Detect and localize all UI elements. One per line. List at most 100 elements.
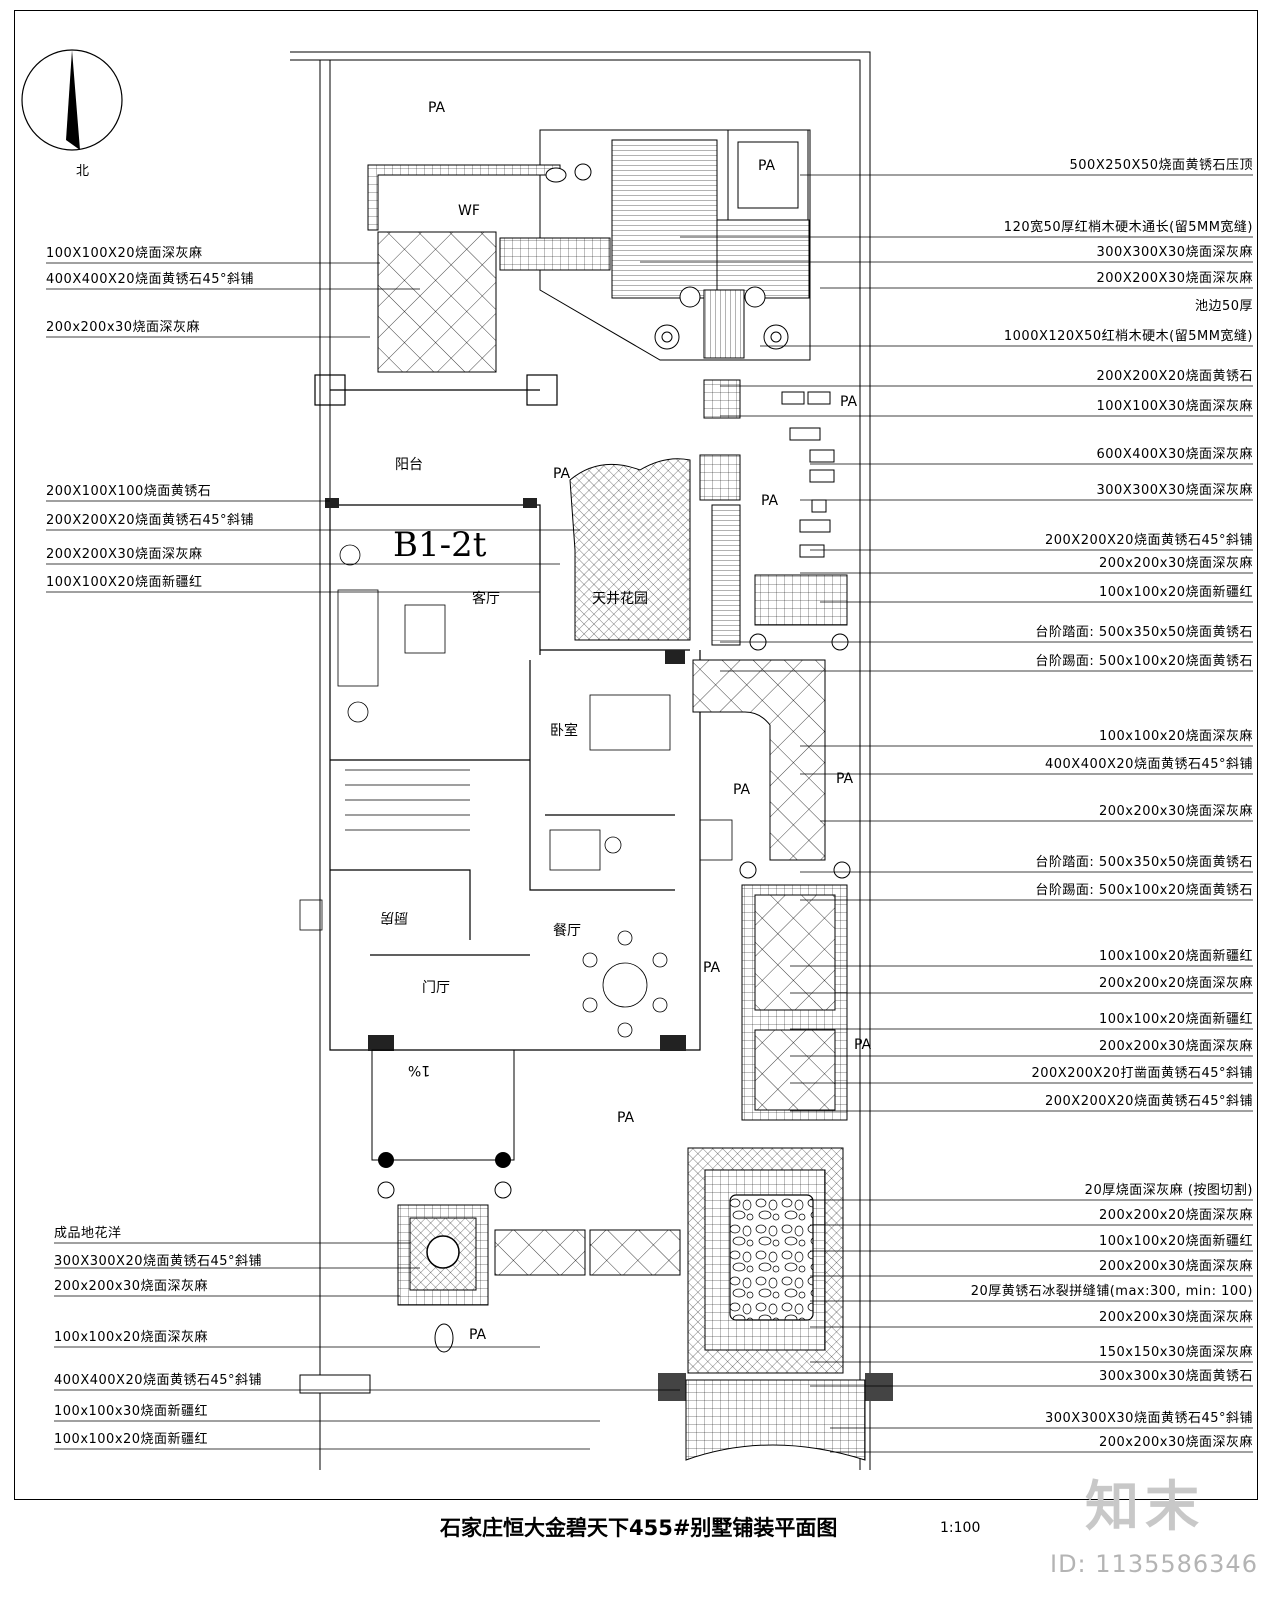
wall-column — [665, 650, 685, 664]
material-label-left: 100x100x30烧面新疆红 — [54, 1404, 209, 1419]
wall-column — [523, 498, 537, 508]
material-label-right: 台阶踢面: 500x100x20烧面黄锈石 — [1035, 883, 1253, 898]
north-label: 北 — [76, 164, 90, 179]
material-label-right: 100x100x20烧面新疆红 — [1098, 1234, 1253, 1249]
material-label-right: 200x200x30烧面深灰麻 — [1098, 804, 1253, 819]
room-bedroom: 卧室 — [550, 723, 578, 739]
material-label-right: 100x100x20烧面新疆红 — [1098, 949, 1253, 964]
material-label-left: 200x200x30烧面深灰麻 — [46, 320, 201, 335]
material-label-right: 200x200x30烧面深灰麻 — [1098, 1259, 1253, 1274]
room-living: 客厅 — [472, 591, 500, 607]
room-courtyard: 天井花园 — [592, 591, 648, 607]
entry-paving — [685, 1379, 866, 1461]
material-label-left: 100X100X20烧面新疆红 — [46, 575, 203, 590]
room-wf: WF — [458, 203, 480, 219]
watermark-logo: 知末 — [1085, 1475, 1205, 1538]
material-label-right: 池边50厚 — [1194, 299, 1253, 314]
wall-column — [325, 498, 339, 508]
walk-paving — [494, 1229, 586, 1276]
walk-paving — [589, 1229, 681, 1276]
material-label-right: 300x300x30烧面黄锈石 — [1098, 1369, 1253, 1384]
south-walk-field — [754, 1029, 836, 1111]
paving — [699, 454, 741, 501]
material-label-right: 600X400X30烧面深灰麻 — [1096, 447, 1253, 462]
south-walk-field — [754, 894, 836, 1011]
drawing-scale: 1:100 — [940, 1520, 981, 1536]
pier — [658, 1373, 686, 1401]
material-label-right: 300X300X30烧面黄锈石45°斜铺 — [1044, 1411, 1253, 1426]
pa-label: PA — [854, 1037, 872, 1053]
material-label-left: 300X300X20烧面黄锈石45°斜铺 — [54, 1254, 263, 1269]
material-label-left: 400X400X20烧面黄锈石45°斜铺 — [46, 272, 255, 287]
material-label-right: 200X200X20烧面黄锈石45°斜铺 — [1044, 1094, 1253, 1109]
material-label-right: 200x200x30烧面深灰麻 — [1098, 1435, 1253, 1450]
room-dining: 餐厅 — [553, 923, 581, 939]
drawing-frame — [14, 10, 1258, 1500]
room-kitchen: 厨房 — [380, 909, 408, 925]
pool-deck — [367, 129, 811, 419]
pa-label: PA — [617, 1110, 635, 1126]
material-label-right: 20厚烧面深灰麻 (按图切割) — [1084, 1183, 1253, 1198]
north-arrow-icon — [21, 49, 123, 151]
pa-label: PA — [733, 782, 751, 798]
material-label-right: 台阶踏面: 500x350x50烧面黄锈石 — [1035, 625, 1253, 640]
material-label-right: 台阶踢面: 500x100x20烧面黄锈石 — [1035, 654, 1253, 669]
pa-label: PA — [469, 1327, 487, 1343]
material-label-left: 200X200X30烧面深灰麻 — [46, 547, 203, 562]
ice-crack-paving — [729, 1194, 814, 1321]
material-label-right: 20厚黄锈石冰裂拼缝铺(max:300, min: 100) — [970, 1284, 1253, 1299]
pa-label: PA — [758, 158, 776, 174]
room-balcony: 阳台 — [395, 457, 423, 473]
material-label-left: 100X100X20烧面深灰麻 — [46, 246, 203, 261]
material-label-right: 200x200x30烧面深灰麻 — [1098, 1310, 1253, 1325]
wall-column — [660, 1035, 686, 1051]
material-label-right: 100x100x20烧面新疆红 — [1098, 1012, 1253, 1027]
material-label-right: 100x100x20烧面深灰麻 — [1098, 729, 1253, 744]
material-label-right: 200x200x30烧面深灰麻 — [1098, 556, 1253, 571]
material-label-right: 台阶踏面: 500x350x50烧面黄锈石 — [1035, 855, 1253, 870]
material-label-right: 200X200X30烧面深灰麻 — [1096, 271, 1253, 286]
material-label-right: 100X100X30烧面深灰麻 — [1096, 399, 1253, 414]
material-label-right: 120宽50厚红梢木硬木通长(留5MM宽缝) — [1003, 220, 1253, 235]
pa-label: PA — [553, 466, 571, 482]
stepping-stones — [781, 391, 835, 558]
material-label-left: 成品地花洋 — [54, 1226, 122, 1241]
material-label-right: 200x200x20烧面深灰麻 — [1098, 976, 1253, 991]
material-label-left: 200x200x30烧面深灰麻 — [54, 1279, 209, 1294]
material-label-right: 200x200x30烧面深灰麻 — [1098, 1039, 1253, 1054]
pa-label: PA — [761, 493, 779, 509]
material-label-right: 1000X120X50红梢木硬木(留5MM宽缝) — [1003, 329, 1253, 344]
material-label-right: 200x200x20烧面深灰麻 — [1098, 1208, 1253, 1223]
material-label-left: 200X200X20烧面黄锈石45°斜铺 — [46, 513, 255, 528]
material-label-right: 150x150x30烧面深灰麻 — [1098, 1345, 1253, 1360]
l-path-paving — [692, 659, 826, 861]
material-label-right: 300X300X30烧面深灰麻 — [1096, 245, 1253, 260]
entry-porch — [371, 1049, 515, 1161]
material-label-right: 200X200X20烧面黄锈石45°斜铺 — [1044, 533, 1253, 548]
room-foyer: 门厅 — [422, 980, 450, 996]
drawing-title: 石家庄恒大金碧天下455#别墅铺装平面图 — [440, 1516, 838, 1540]
material-label-right: 200X200X20烧面黄锈石 — [1096, 369, 1253, 384]
pa-label: PA — [840, 394, 858, 410]
pa-label: PA — [428, 100, 446, 116]
plan-code: B1-2t — [393, 525, 487, 565]
material-label-left: 100x100x20烧面深灰麻 — [54, 1330, 209, 1345]
pa-label: PA — [836, 771, 854, 787]
pier — [865, 1373, 893, 1401]
material-label-left: 200X100X100烧面黄锈石 — [46, 484, 212, 499]
courtyard-paving — [569, 458, 691, 641]
pa-label: PA — [703, 960, 721, 976]
stair-treads — [711, 504, 741, 646]
furniture — [299, 544, 733, 1038]
material-label-right: 100x100x20烧面新疆红 — [1098, 585, 1253, 600]
material-label-right: 500X250X50烧面黄锈石压顶 — [1069, 158, 1253, 173]
planter-paving — [754, 574, 848, 626]
material-label-right: 400X400X20烧面黄锈石45°斜铺 — [1044, 757, 1253, 772]
wall-column — [368, 1035, 394, 1051]
watermark-id: ID: 1135586346 — [1050, 1550, 1258, 1578]
material-label-right: 200X200X20打凿面黄锈石45°斜铺 — [1031, 1066, 1253, 1081]
material-label-right: 300X300X30烧面深灰麻 — [1096, 483, 1253, 498]
floor-medallion-icon — [426, 1235, 460, 1269]
material-label-left: 400X400X20烧面黄锈石45°斜铺 — [54, 1373, 263, 1388]
